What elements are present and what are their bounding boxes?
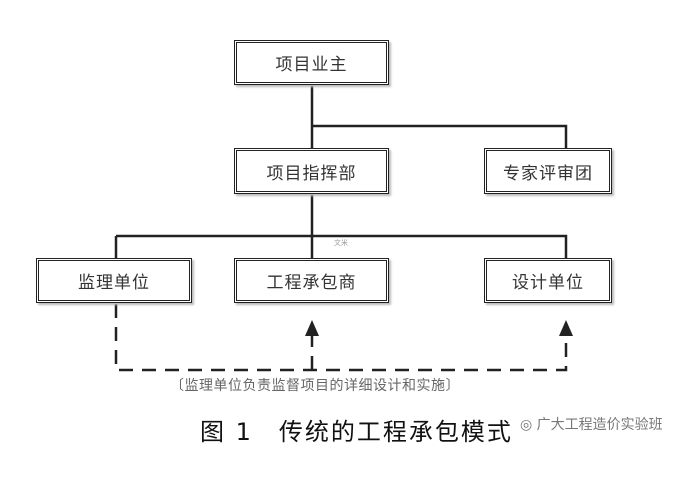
- watermark-text: 广大工程造价实验班: [536, 417, 663, 433]
- line-to-experts: [312, 124, 568, 148]
- node-contractor: 工程承包商: [234, 258, 389, 303]
- arrow-up-contractor: [305, 320, 319, 336]
- node-experts: 专家评审团: [484, 148, 612, 194]
- line-bottom-branch: [114, 234, 568, 258]
- wechat-icon: ◎: [520, 417, 537, 433]
- arrow-up-designer: [559, 320, 573, 336]
- node-command: 项目指挥部: [234, 148, 389, 194]
- node-supervisor: 监理单位: [36, 258, 192, 303]
- figure-title: 图 1 传统的工程承包模式: [200, 418, 513, 446]
- supervision-note: 〔监理单位负责监督项目的详细设计和实施〕: [170, 378, 460, 394]
- small-mark: 文米: [334, 239, 348, 247]
- node-owner: 项目业主: [234, 40, 389, 85]
- node-designer: 设计单位: [484, 258, 612, 303]
- watermark: ◎ 广大工程造价实验班: [520, 414, 663, 434]
- dashed-supervision-line: [114, 304, 568, 372]
